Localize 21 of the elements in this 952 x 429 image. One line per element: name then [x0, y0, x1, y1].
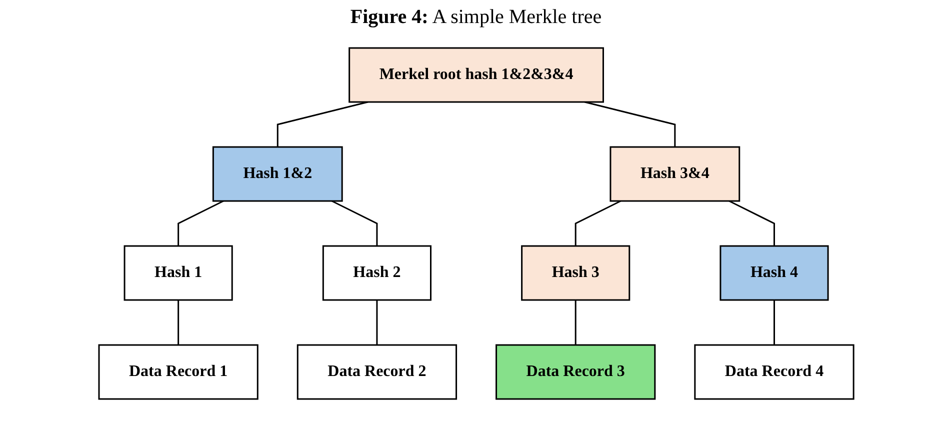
connector	[574, 300, 576, 345]
node-box: Data Record 4	[694, 344, 854, 400]
connector	[773, 300, 775, 345]
connector	[177, 200, 224, 246]
node-box: Hash 3&4	[609, 146, 740, 202]
node-box: Hash 2	[322, 245, 432, 301]
node-box: Hash 4	[719, 245, 828, 301]
node-box: Data Record 1	[98, 344, 258, 400]
connector	[177, 300, 179, 345]
node-box: Hash 1	[124, 245, 233, 301]
connector	[376, 300, 378, 345]
connector	[728, 200, 775, 246]
node-box: Hash 3	[520, 245, 630, 301]
figure-title: Figure 4: A simple Merkle tree	[349, 6, 603, 29]
node-box: Hash 1&2	[212, 146, 343, 202]
node-box: Merkel root hash 1&2&3&4	[348, 47, 604, 103]
connector	[574, 200, 621, 246]
node-box: Data Record 2	[296, 344, 457, 400]
connector	[276, 101, 368, 147]
node-box: Data Record 3	[495, 344, 656, 400]
connector	[331, 200, 378, 246]
